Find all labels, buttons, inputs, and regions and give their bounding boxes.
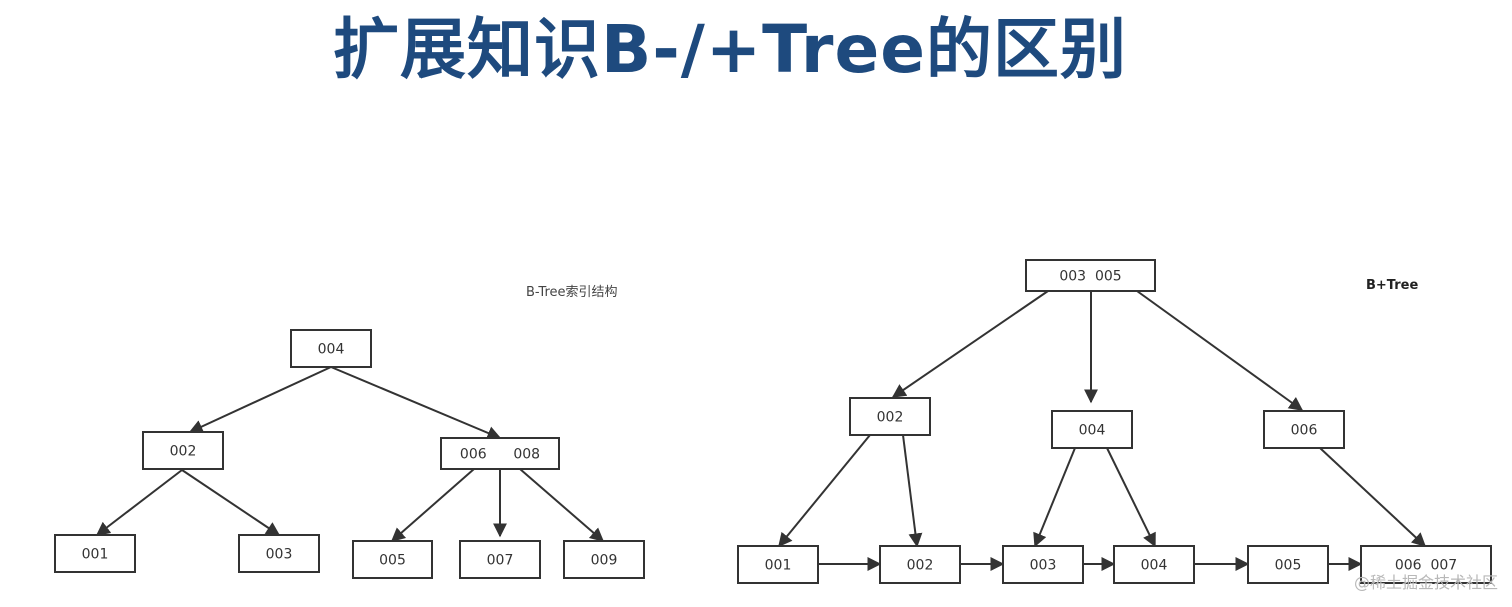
bplustree-node-box bbox=[1051, 410, 1133, 449]
btree-edge-b_l-to-b_001 bbox=[95, 469, 183, 536]
bplustree-edge-p_004-to-p_l003 bbox=[1033, 447, 1076, 548]
bplustree-node-p_l002: 002 bbox=[879, 545, 961, 584]
bplustree-node-p_l005: 005 bbox=[1247, 545, 1329, 584]
bplustree-node-p_l006: 006 007 bbox=[1360, 545, 1492, 584]
btree-node-box bbox=[352, 540, 433, 579]
page-title: 扩展知识B-/+Tree的区别 bbox=[333, 11, 1127, 88]
bplustree-node-box bbox=[879, 545, 961, 584]
bplustree-node-p_004: 004 bbox=[1051, 410, 1133, 449]
btree-node-b_005: 005 bbox=[352, 540, 433, 579]
btree-node-b_r: 006 008 bbox=[440, 437, 560, 470]
bplustree-edge-p_root-to-p_006 bbox=[1136, 290, 1304, 411]
btree-edge-b_l-to-b_003 bbox=[181, 469, 281, 536]
btree-node-b_001: 001 bbox=[54, 534, 136, 573]
btree-node-label: 007 bbox=[487, 553, 514, 569]
btree-node-b_l: 002 bbox=[142, 431, 224, 470]
bplustree-node-box bbox=[1002, 545, 1084, 584]
bplustree-node-p_root: 003 005 bbox=[1025, 259, 1156, 292]
btree-node-b_009: 009 bbox=[563, 540, 645, 579]
bplustree-node-box bbox=[1113, 545, 1195, 584]
bplustree-node-label: 006 007 bbox=[1395, 558, 1457, 574]
btree-edge-b_root-to-b_r bbox=[330, 366, 502, 440]
bplustree-node-label: 002 bbox=[877, 410, 904, 426]
btree-label: B-Tree索引结构 bbox=[526, 285, 618, 300]
bplustree-node-box bbox=[1263, 410, 1345, 449]
btree-node-box bbox=[440, 437, 560, 470]
bplustree-node-label: 004 bbox=[1141, 558, 1168, 574]
btree-node-b_007: 007 bbox=[459, 540, 541, 579]
bplustree-node-label: 003 bbox=[1030, 558, 1057, 574]
bplustree-edge-p_006-to-p_l006 bbox=[1319, 447, 1427, 547]
btree-node-box bbox=[238, 534, 320, 573]
bplustree-node-box bbox=[1360, 545, 1492, 584]
bplustree-node-box bbox=[1247, 545, 1329, 584]
btree-edge-b_root-to-b_l bbox=[188, 366, 332, 434]
bplustree-node-label: 001 bbox=[765, 558, 792, 574]
bplustree-node-label: 002 bbox=[907, 558, 934, 574]
btree-node-box bbox=[563, 540, 645, 579]
bplustree-node-p_l004: 004 bbox=[1113, 545, 1195, 584]
bplustree-node-label: 004 bbox=[1079, 423, 1106, 439]
bplustree-node-label: 006 bbox=[1291, 423, 1318, 439]
bplustree-node-p_006: 006 bbox=[1263, 410, 1345, 449]
btree-node-label: 002 bbox=[170, 444, 197, 460]
bplustree-node-box bbox=[737, 545, 819, 584]
btree-edge-b_r-to-b_005 bbox=[390, 468, 475, 542]
bplustree-node-label: 005 bbox=[1275, 558, 1302, 574]
bplustree-edge-p_002-to-p_l001 bbox=[778, 434, 871, 548]
btree-node-label: 003 bbox=[266, 547, 293, 563]
btree-node-box bbox=[459, 540, 541, 579]
bplustree-label: B+Tree bbox=[1366, 278, 1418, 293]
btree-node-box bbox=[142, 431, 224, 470]
btree-node-label: 004 bbox=[318, 342, 345, 358]
btree-node-b_003: 003 bbox=[238, 534, 320, 573]
bplustree-edge-p_004-to-p_l004 bbox=[1106, 447, 1156, 548]
btree-node-label: 005 bbox=[379, 553, 406, 569]
bplustree-node-p_l003: 003 bbox=[1002, 545, 1084, 584]
bplustree-node-label: 003 005 bbox=[1059, 269, 1121, 285]
bplustree-edge-p_root-to-p_002 bbox=[891, 290, 1049, 398]
bplustree-node-p_l001: 001 bbox=[737, 545, 819, 584]
bplustree-node-box bbox=[1025, 259, 1156, 292]
btree-node-label: 006 008 bbox=[460, 447, 540, 463]
watermark: @稀土掘金技术社区 bbox=[1353, 573, 1498, 592]
btree-node-box bbox=[290, 329, 372, 368]
btree-node-b_root: 004 bbox=[290, 329, 372, 368]
btree-node-box bbox=[54, 534, 136, 573]
btree-node-label: 009 bbox=[591, 553, 618, 569]
btree-edge-b_r-to-b_009 bbox=[519, 468, 605, 542]
bplustree-node-box bbox=[849, 397, 931, 436]
bplustree-node-p_002: 002 bbox=[849, 397, 931, 436]
btree-node-label: 001 bbox=[82, 547, 109, 563]
bplustree-edge-p_002-to-p_l002 bbox=[902, 434, 923, 548]
